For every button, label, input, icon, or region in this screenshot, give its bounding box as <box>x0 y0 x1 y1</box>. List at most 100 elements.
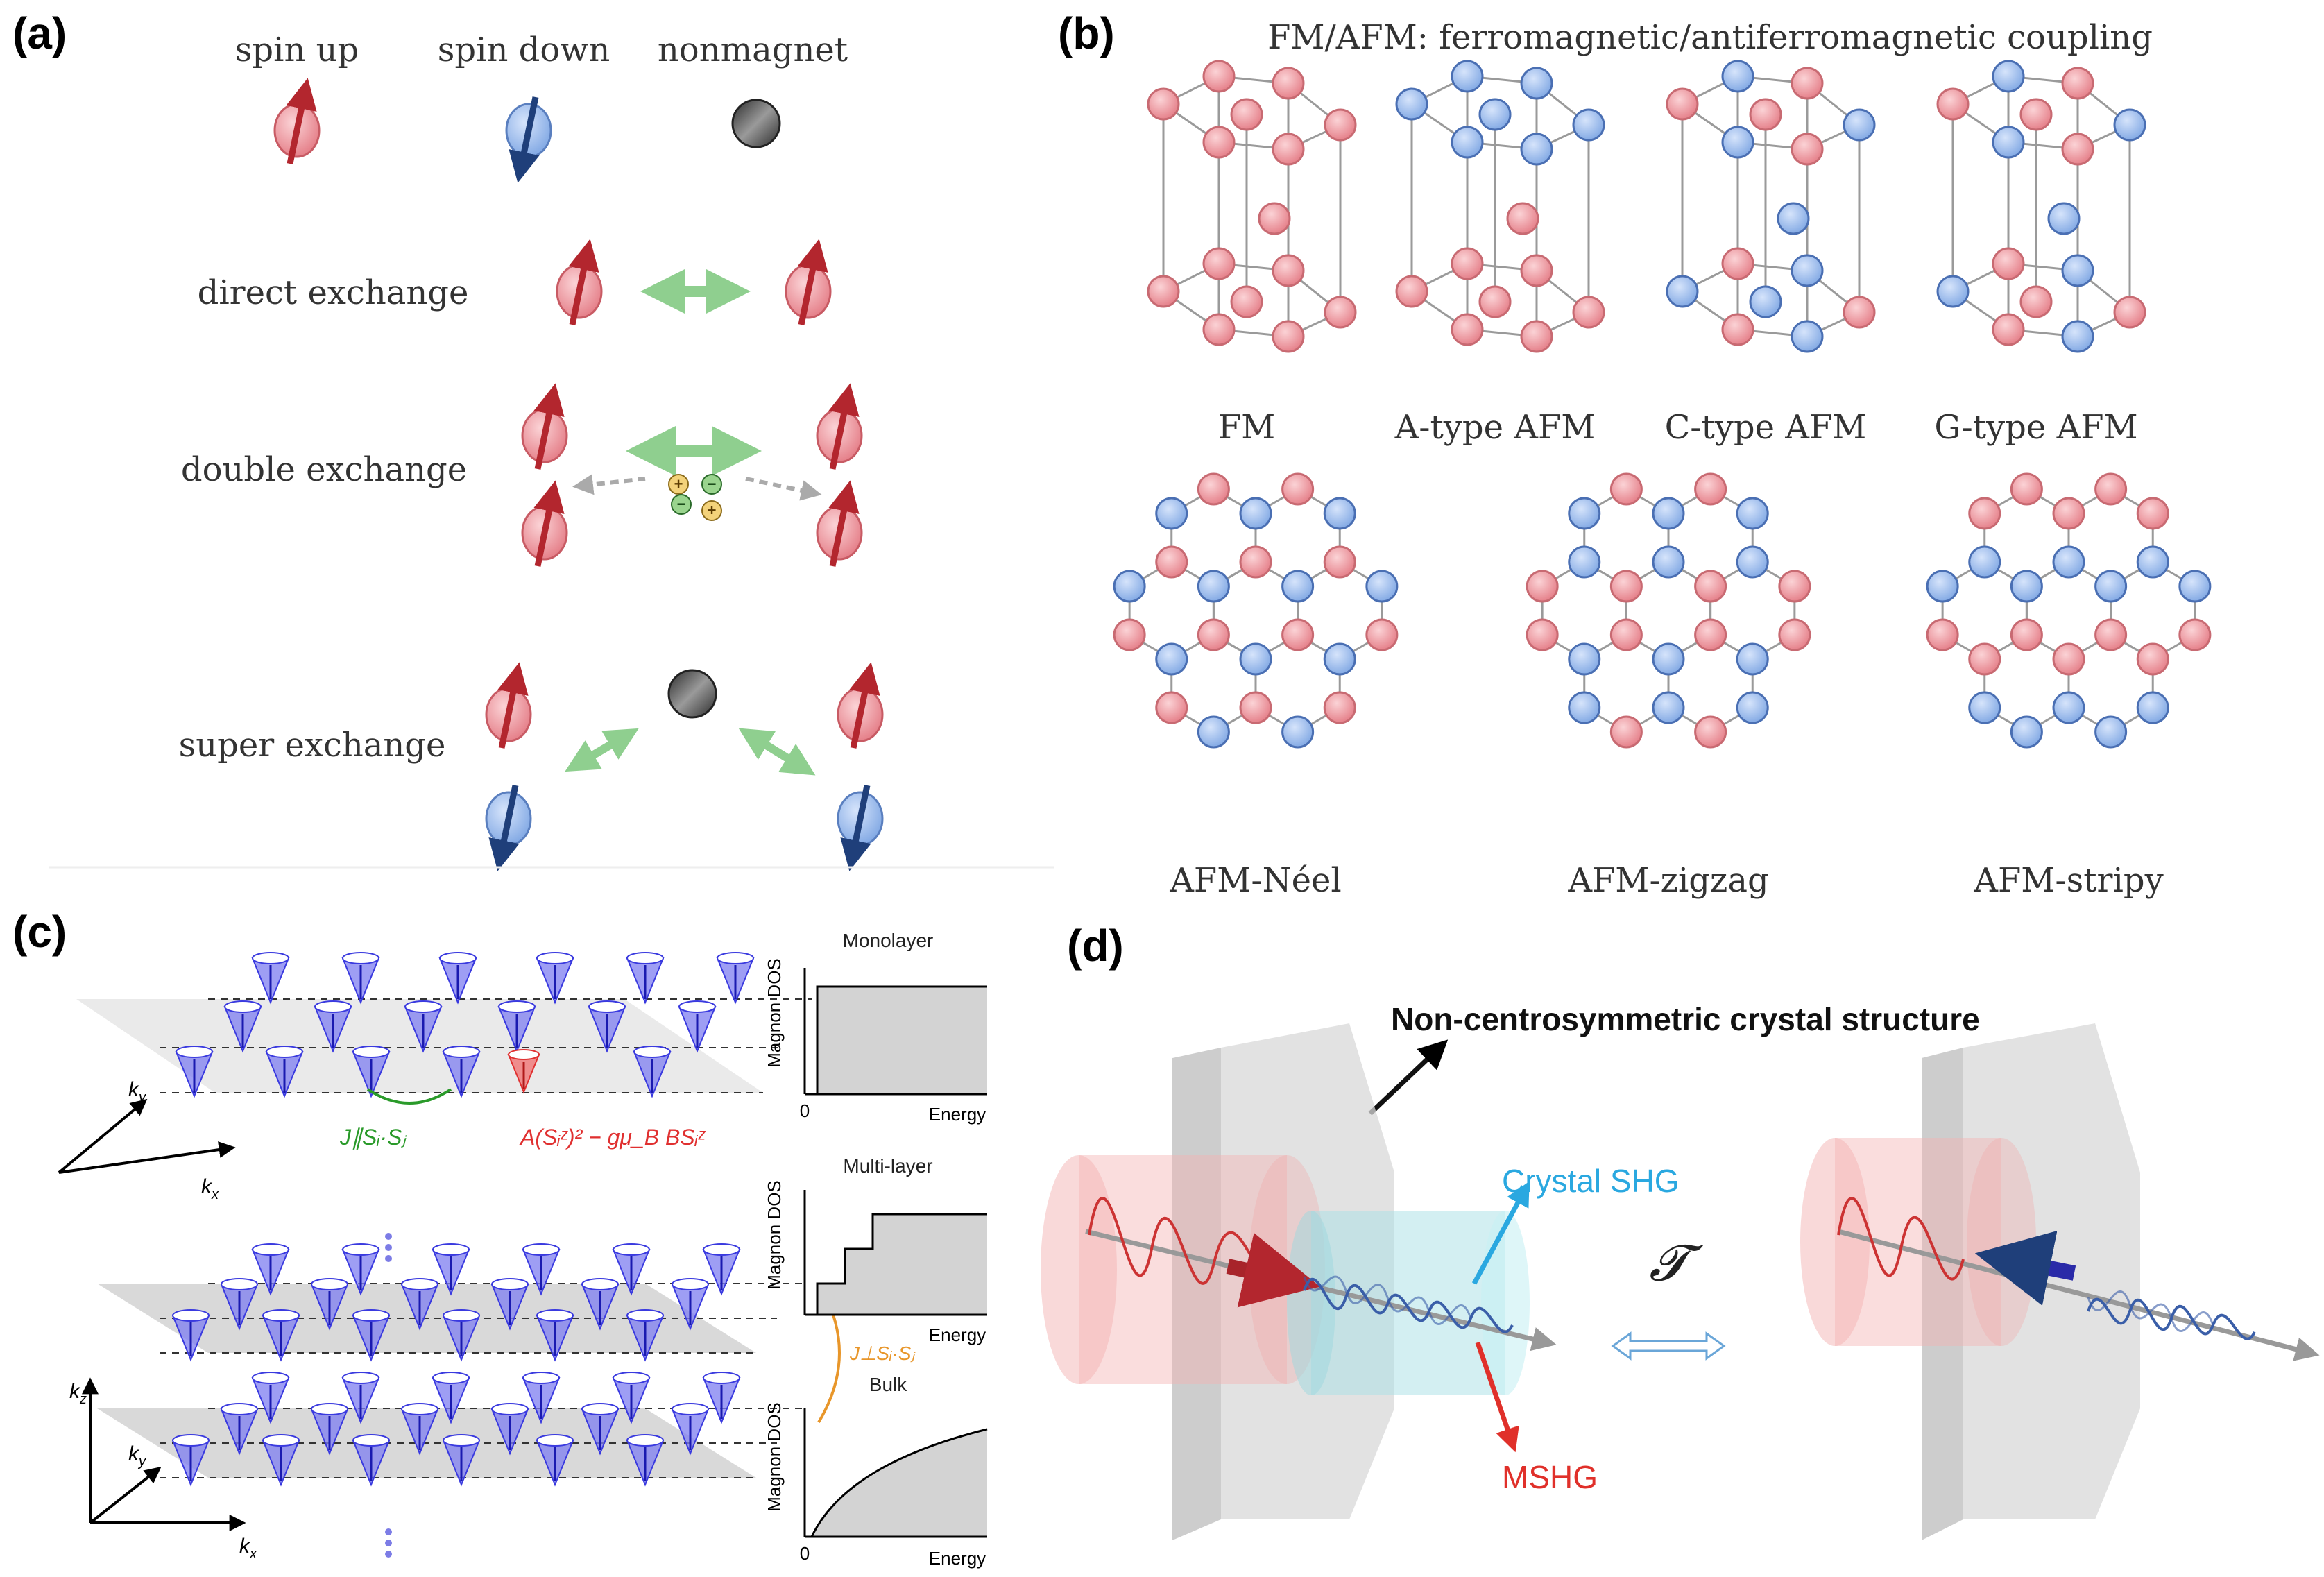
afm-neel-atom <box>1113 570 1146 603</box>
legend-spin-up-label: spin up <box>235 31 359 69</box>
time-reversal-symbol: 𝓣 <box>1649 1234 1703 1292</box>
afm-neel-atom <box>1197 472 1230 506</box>
afm-stripy-atom <box>2178 618 2212 651</box>
afm-stripy-atom <box>2136 545 2169 579</box>
afm-neel-atom <box>1197 618 1230 651</box>
prism-top-atom <box>1843 108 1876 142</box>
j-parallel-bond <box>366 1088 452 1105</box>
double-br-spin-icon <box>817 493 862 566</box>
prism-bottom-atom <box>1395 275 1428 308</box>
afm-neel-atom <box>1239 497 1272 530</box>
prism-top-atom <box>1272 133 1305 166</box>
super-tr-spin-icon <box>838 674 882 748</box>
afm-stripy-atom <box>1926 570 1959 603</box>
direct-exchange-label: direct exchange <box>198 273 469 312</box>
panel-b-title: FM/AFM: ferromagnetic/antiferromagnetic … <box>1267 18 2153 57</box>
a-type-afm-label: A-type AFM <box>1394 408 1596 447</box>
dos-multilayer-ylabel: Magnon DOS <box>764 1180 785 1290</box>
mshg-label: MSHG <box>1502 1459 1598 1495</box>
afm-zigzag-atom <box>1652 497 1685 530</box>
afm-stripy-atom <box>2136 497 2169 530</box>
super-nonmagnet-icon <box>667 669 717 719</box>
c-type-afm-prism <box>1666 60 1876 353</box>
double-right-hop-arrow <box>745 477 822 501</box>
afm-zigzag-atom <box>1694 472 1727 506</box>
legend-spin-down-label: spin down <box>438 31 610 69</box>
prism-top-atom <box>1451 60 1484 93</box>
svg-text:−: − <box>677 495 686 513</box>
prism-top-atom <box>1572 108 1605 142</box>
prism-top-center-atom <box>1749 98 1782 131</box>
super-tl-spin-icon <box>486 674 531 748</box>
afm-neel-atom <box>1323 691 1356 724</box>
double-tr-spin-icon <box>817 395 862 469</box>
spin-cone <box>341 951 380 1004</box>
afm-stripy-atom <box>2094 618 2128 651</box>
prism-bottom-center-atom <box>1478 285 1512 318</box>
afm-zigzag-atom <box>1526 570 1559 603</box>
panel-b-label: (b) <box>1058 8 1115 58</box>
prism-bottom-center-atom <box>2019 285 2053 318</box>
afm-stripy-atom <box>2010 715 2043 749</box>
prism-mid-atom <box>1777 202 1810 235</box>
prism-bottom-atom <box>1451 247 1484 280</box>
afm-zigzag-atom <box>1694 570 1727 603</box>
panel-a-label: (a) <box>12 8 67 58</box>
afm-stripy-label: AFM-stripy <box>1973 861 2163 900</box>
dos-bulk-xlabel: Energy <box>929 1548 986 1569</box>
right-input-beam <box>1800 1138 2036 1346</box>
prism-bottom-atom <box>2061 320 2094 353</box>
afm-zigzag-atom <box>1736 642 1769 676</box>
dos-bulk-plot: Bulk Magnon DOS 0 Energy <box>764 1374 988 1569</box>
left-slab-side <box>1172 1048 1221 1540</box>
mshg-arrow <box>1475 1341 1519 1453</box>
ky-axis-label: ky <box>128 1078 146 1105</box>
panel-b: (b) FM/AFM: ferromagnetic/antiferromagne… <box>1058 8 2212 900</box>
dos-bulk-curve <box>805 1428 988 1538</box>
direct-right-spin-icon <box>786 251 830 325</box>
svg-text:+: + <box>674 475 683 493</box>
afm-zigzag-atom <box>1609 715 1643 749</box>
afm-stripy-atom <box>2010 618 2043 651</box>
afm-zigzag-atom <box>1568 545 1601 579</box>
afm-stripy-atom <box>1968 642 2001 676</box>
dos-bulk-title: Bulk <box>869 1374 907 1395</box>
panel-a: (a) spin up spin down nonmagnet direct e… <box>12 8 1054 869</box>
left-shg-wave <box>1303 1277 1514 1333</box>
afm-neel-atom <box>1155 545 1188 579</box>
prism-bottom-atom <box>1520 254 1553 287</box>
afm-zigzag-label: AFM-zigzag <box>1567 861 1768 900</box>
prism-mid-atom <box>1506 202 1539 235</box>
afm-neel-atom <box>1281 618 1315 651</box>
fm-prism <box>1147 60 1357 353</box>
afm-zigzag-atom <box>1652 642 1685 676</box>
left-magnetization-arrow <box>1226 1232 1320 1308</box>
afm-zigzag-atom <box>1694 715 1727 749</box>
dos-multilayer-plot: Multi-layer Magnon DOS Energy <box>764 1155 987 1345</box>
afm-zigzag-atom <box>1778 570 1811 603</box>
dos-multilayer-fill <box>817 1214 987 1315</box>
double-left-hop-arrow <box>572 474 646 495</box>
afm-stripy-atom <box>2052 497 2085 530</box>
afm-neel-atom <box>1323 545 1356 579</box>
prism-bottom-atom <box>1451 313 1484 346</box>
fm-label: FM <box>1218 408 1275 447</box>
spin-down-icon <box>506 97 551 171</box>
spin-cone <box>702 1243 741 1295</box>
prism-bottom-atom <box>1791 254 1824 287</box>
prism-top-atom <box>1992 60 2025 93</box>
crystal-shg-label: Crystal SHG <box>1502 1163 1680 1199</box>
legend-nonmagnet-label: nonmagnet <box>658 31 848 69</box>
j-perp-label: J⊥Sᵢ·Sⱼ <box>849 1342 916 1364</box>
prism-bottom-atom <box>1666 275 1699 308</box>
afm-neel-label: AFM-Néel <box>1169 861 1342 900</box>
prism-top-center-atom <box>1478 98 1512 131</box>
prism-top-atom <box>1992 126 2025 159</box>
dos-monolayer-fill <box>817 987 987 1094</box>
kx-axis-label: kx <box>201 1175 219 1202</box>
monolayer-axes <box>58 1098 236 1174</box>
prism-bottom-atom <box>1202 247 1236 280</box>
afm-neel-atom <box>1323 642 1356 676</box>
double-tl-spin-icon <box>522 395 567 469</box>
